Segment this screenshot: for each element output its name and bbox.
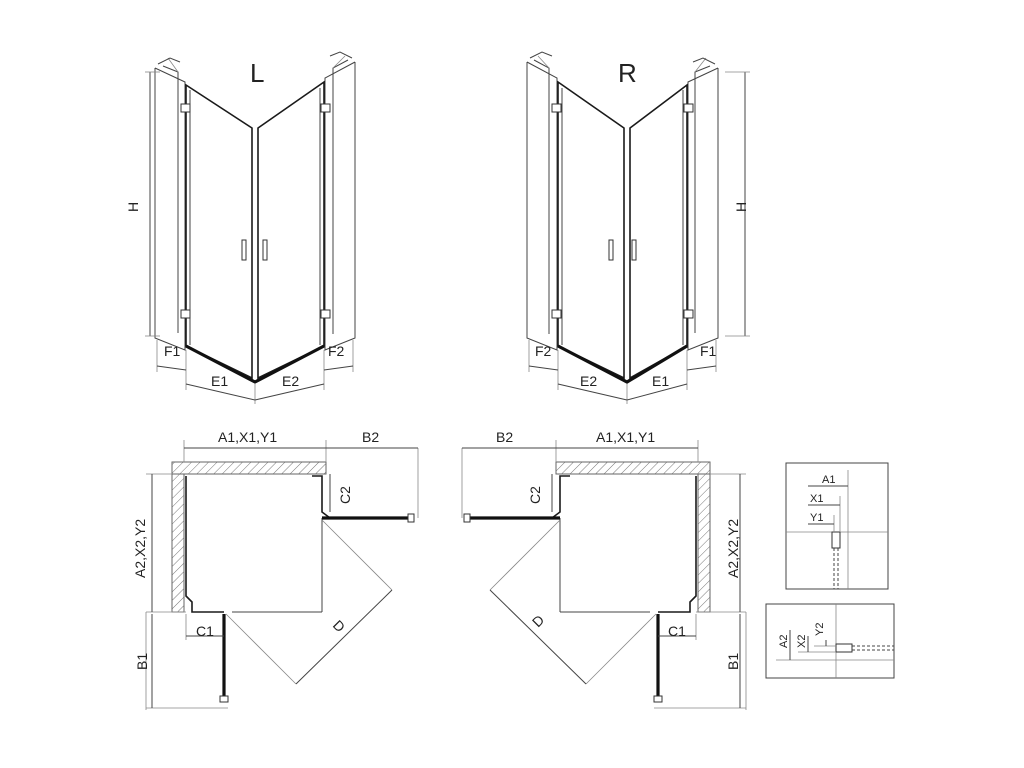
- left-f1-label: F1: [164, 343, 181, 359]
- right-view-title: R: [618, 58, 637, 88]
- left-plan-a-label: A1,X1,Y1: [218, 429, 277, 445]
- left-plan-b2-label: B2: [362, 429, 379, 445]
- right-plan-c2-label: C2: [527, 486, 543, 504]
- right-plan-side-label: A2,X2,Y2: [725, 519, 741, 578]
- right-height-label: H: [733, 202, 749, 212]
- right-plan-top-wall: [555, 461, 711, 475]
- left-plan-c1-label: C1: [196, 623, 214, 639]
- left-height-label: H: [125, 202, 141, 212]
- detail-top-box: A1 X1 Y1: [785, 462, 889, 590]
- right-plan-side-glass: [466, 475, 570, 519]
- left-bottom-dimensions: F1 E1 E2 F2: [156, 340, 354, 404]
- right-enclosure-frame: [526, 51, 719, 384]
- right-height-dimension: H: [725, 71, 750, 337]
- left-plan-d-label: D: [330, 617, 348, 635]
- left-plan-side-wall: [171, 473, 185, 613]
- detail-y2-label: Y2: [814, 623, 826, 636]
- right-bottom-dimensions: F2 E2 E1 F1: [528, 340, 717, 404]
- right-elevation-view: R H: [526, 51, 750, 404]
- right-f1-label: F1: [700, 343, 717, 359]
- right-plan-front-glass: [658, 476, 697, 613]
- detail-a1-label: A1: [822, 474, 835, 486]
- detail-y1-label: Y1: [810, 512, 823, 524]
- left-enclosure-frame: [154, 51, 356, 384]
- left-plan-top-wall: [171, 461, 327, 475]
- right-f2-label: F2: [535, 343, 552, 359]
- left-e1-label: E1: [211, 373, 228, 389]
- left-plan-c2-label: C2: [337, 486, 353, 504]
- right-plan-a-label: A1,X1,Y1: [596, 429, 655, 445]
- right-plan-c1-label: C1: [668, 623, 686, 639]
- right-plan-b1-label: B1: [725, 653, 741, 670]
- detail-x2-label: X2: [796, 635, 808, 648]
- right-plan-side-wall: [697, 473, 711, 613]
- left-plan-side-label: A2,X2,Y2: [132, 519, 148, 578]
- detail-a2-label: A2: [778, 635, 790, 648]
- left-plan-view: A1,X1,Y1 B2 A2,X2,Y2 C2 C1 D B1: [132, 429, 419, 710]
- right-plan-b2-label: B2: [496, 429, 513, 445]
- detail-x1-label: X1: [810, 493, 823, 505]
- right-e2-label: E2: [580, 373, 597, 389]
- left-plan-front-glass: [185, 476, 224, 613]
- right-plan-view: B2 A1,X1,Y1 A2,X2,Y2 C2 C1 D B1: [461, 429, 747, 710]
- left-plan-b1-label: B1: [134, 653, 150, 670]
- left-elevation-view: L: [125, 51, 356, 404]
- detail-bottom-box: A2 X2 Y2: [765, 603, 895, 679]
- left-f2-label: F2: [328, 343, 345, 359]
- left-height-dimension: H: [125, 71, 160, 337]
- right-plan-d-label: D: [529, 612, 547, 630]
- left-plan-side-glass: [312, 475, 412, 519]
- right-e1-label: E1: [652, 373, 669, 389]
- left-view-title: L: [250, 58, 264, 88]
- left-e2-label: E2: [282, 373, 299, 389]
